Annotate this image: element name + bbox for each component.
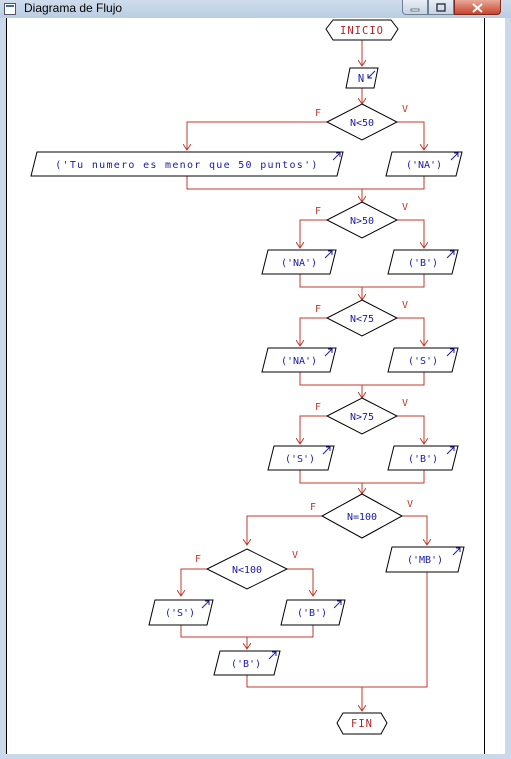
output-8-label: ('B') (408, 454, 438, 465)
decision-2: N>50 F V (315, 201, 408, 239)
diagram-canvas (6, 18, 505, 754)
connector-lines (181, 40, 427, 711)
output-arrow-icon (268, 651, 277, 660)
input-arrow-icon (367, 70, 376, 79)
output-1-label: ('Tu numero es menor que 50 puntos') (55, 160, 319, 171)
maximize-button[interactable] (428, 0, 454, 15)
output-7-label: ('S') (285, 454, 315, 465)
left-border-line (6, 18, 7, 754)
output-10-label: ('S') (165, 608, 195, 619)
output-2: ('NA') (385, 151, 463, 177)
title-bar[interactable]: Diagrama de Flujo (0, 0, 511, 18)
false-label: F (310, 502, 316, 513)
output-2-label: ('NA') (406, 160, 442, 171)
output-12-label: ('B') (231, 659, 261, 670)
true-label: V (402, 398, 408, 409)
start-label: INICIO (340, 25, 384, 37)
output-arrow-icon (201, 600, 210, 609)
output-6: ('S') (387, 347, 459, 373)
decision-6-label: N<100 (232, 565, 262, 576)
output-4-label: ('B') (408, 258, 438, 269)
output-9: ('MB') (385, 546, 465, 573)
true-label: V (292, 550, 298, 561)
maximize-icon (436, 3, 446, 12)
window-title: Diagrama de Flujo (24, 1, 123, 15)
input-label: N (358, 73, 364, 85)
output-3: ('NA') (261, 249, 337, 275)
output-11: ('B') (280, 599, 346, 626)
output-7: ('S') (267, 445, 335, 471)
decision-1-label: N<50 (350, 118, 374, 129)
app-icon (4, 3, 16, 15)
output-arrow-icon (446, 348, 455, 357)
true-label: V (402, 300, 408, 311)
minimize-button[interactable] (402, 0, 428, 15)
false-label: F (315, 206, 321, 217)
end-terminal: FIN (336, 712, 388, 735)
start-terminal: INICIO (325, 19, 399, 41)
output-10: ('S') (148, 599, 214, 626)
output-12: ('B') (213, 650, 281, 676)
output-arrow-icon (324, 348, 333, 357)
decision-1: N<50 F V (315, 103, 408, 141)
output-arrow-icon (452, 547, 461, 556)
decision-6: N<100 F V (195, 548, 298, 590)
decision-2-label: N>50 (350, 216, 374, 227)
false-label: F (315, 304, 321, 315)
output-arrow-icon (446, 250, 455, 259)
decision-5: N=100 F V (310, 493, 413, 539)
true-label: V (402, 104, 408, 115)
true-label: V (407, 499, 413, 510)
output-arrow-icon (450, 152, 459, 161)
false-label: F (195, 554, 201, 565)
output-3-label: ('NA') (281, 258, 317, 269)
output-arrow-icon (332, 152, 341, 161)
output-6-label: ('S') (408, 356, 438, 367)
input-box: N (345, 67, 379, 89)
true-label: V (402, 202, 408, 213)
close-icon (472, 3, 483, 13)
decision-3: N<75 F V (315, 299, 408, 337)
output-8: ('B') (387, 445, 459, 471)
close-button[interactable] (454, 0, 501, 15)
output-arrow-icon (322, 446, 331, 455)
end-label: FIN (351, 718, 373, 730)
decision-3-label: N<75 (350, 314, 374, 325)
minimize-icon (410, 8, 420, 12)
output-4: ('B') (387, 249, 459, 275)
output-1: ('Tu numero es menor que 50 puntos') (30, 151, 344, 177)
output-arrow-icon (446, 446, 455, 455)
output-5: ('NA') (261, 347, 337, 373)
decision-4: N>75 F V (315, 397, 408, 435)
decision-4-label: N>75 (350, 412, 374, 423)
decision-5-label: N=100 (347, 512, 377, 523)
output-arrow-icon (324, 250, 333, 259)
output-9-label: ('MB') (407, 555, 443, 566)
false-label: F (315, 108, 321, 119)
output-11-label: ('B') (297, 608, 327, 619)
output-arrow-icon (333, 600, 342, 609)
right-border-line (484, 18, 485, 754)
false-label: F (315, 402, 321, 413)
output-5-label: ('NA') (281, 356, 317, 367)
